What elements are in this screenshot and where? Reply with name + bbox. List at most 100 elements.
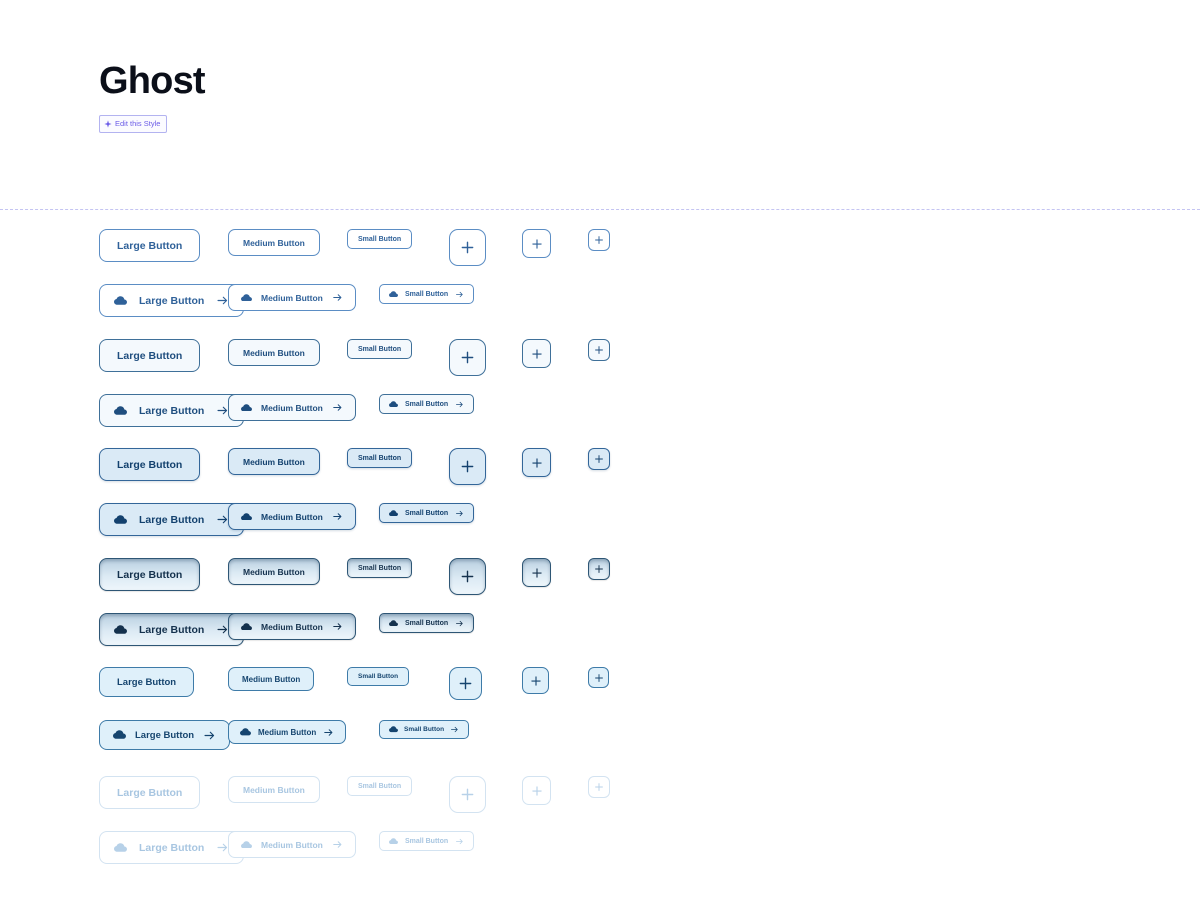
edit-this-style-label: Edit this Style bbox=[115, 119, 161, 129]
button-label: Large Button bbox=[139, 404, 205, 417]
plus-icon bbox=[531, 238, 543, 250]
icon-button-small-disabled bbox=[588, 776, 610, 798]
icon-button-small-hover[interactable] bbox=[588, 339, 610, 361]
arrow-right-icon bbox=[455, 400, 464, 409]
cloud-icon bbox=[389, 726, 398, 733]
button-large-pressed[interactable]: Large Button bbox=[99, 558, 201, 591]
plus-icon bbox=[460, 350, 475, 365]
button-large-hover[interactable]: Large Button bbox=[99, 394, 245, 427]
button-medium-focus[interactable]: Medium Button bbox=[228, 720, 347, 744]
button-large-focus[interactable]: Large Button bbox=[99, 667, 195, 697]
button-label: Large Button bbox=[135, 729, 195, 741]
button-small-hover[interactable]: Small Button bbox=[347, 339, 413, 359]
button-medium-default[interactable]: Medium Button bbox=[228, 229, 320, 256]
button-large-disabled: Large Button bbox=[99, 776, 201, 809]
button-row-default-text: Large Button Medium Button Small Button bbox=[0, 229, 1200, 284]
button-medium-hover[interactable]: Medium Button bbox=[228, 394, 356, 421]
arrow-right-icon bbox=[216, 513, 229, 526]
icon-button-small-default[interactable] bbox=[588, 229, 610, 251]
arrow-right-icon bbox=[455, 290, 464, 299]
button-small-focus[interactable]: Small Button bbox=[347, 667, 410, 686]
button-medium-disabled: Medium Button bbox=[228, 831, 356, 858]
icon-button-medium-default[interactable] bbox=[522, 229, 551, 258]
icon-button-large-pressed[interactable] bbox=[449, 558, 486, 595]
button-label: Medium Button bbox=[242, 674, 301, 684]
button-label: Small Button bbox=[358, 345, 402, 353]
button-small-default[interactable]: Small Button bbox=[347, 229, 413, 249]
button-label: Medium Button bbox=[261, 621, 323, 632]
button-small-hover[interactable]: Small Button bbox=[379, 394, 475, 414]
cloud-icon bbox=[241, 512, 252, 521]
button-large-default[interactable]: Large Button bbox=[99, 284, 245, 317]
button-medium-pressed[interactable]: Medium Button bbox=[228, 613, 356, 640]
plus-icon bbox=[531, 785, 543, 797]
arrow-right-icon bbox=[216, 841, 229, 854]
button-label: Large Button bbox=[139, 294, 205, 307]
button-label: Medium Button bbox=[243, 347, 305, 358]
button-large-selected[interactable]: Large Button bbox=[99, 503, 245, 536]
plus-icon bbox=[531, 457, 543, 469]
plus-icon bbox=[594, 564, 604, 574]
button-label: Medium Button bbox=[261, 839, 323, 850]
button-label: Large Button bbox=[117, 568, 183, 581]
icon-button-small-pressed[interactable] bbox=[588, 558, 610, 580]
button-medium-selected[interactable]: Medium Button bbox=[228, 503, 356, 530]
plus-icon bbox=[531, 567, 543, 579]
button-small-focus[interactable]: Small Button bbox=[379, 720, 470, 739]
arrow-right-icon bbox=[450, 725, 459, 734]
cloud-icon bbox=[389, 619, 398, 626]
button-medium-hover[interactable]: Medium Button bbox=[228, 339, 320, 366]
button-small-pressed[interactable]: Small Button bbox=[379, 613, 475, 633]
icon-button-medium-pressed[interactable] bbox=[522, 558, 551, 587]
button-large-default[interactable]: Large Button bbox=[99, 229, 201, 262]
button-small-default[interactable]: Small Button bbox=[379, 284, 475, 304]
plus-icon bbox=[594, 782, 604, 792]
sparkle-icon bbox=[104, 120, 112, 128]
arrow-right-icon bbox=[332, 402, 343, 413]
icon-button-medium-focus[interactable] bbox=[522, 667, 549, 694]
button-medium-focus[interactable]: Medium Button bbox=[228, 667, 315, 691]
icon-button-large-selected[interactable] bbox=[449, 448, 486, 485]
button-label: Small Button bbox=[405, 837, 449, 845]
button-label: Medium Button bbox=[258, 727, 317, 737]
icon-button-large-disabled bbox=[449, 776, 486, 813]
button-large-pressed[interactable]: Large Button bbox=[99, 613, 245, 646]
button-small-disabled: Small Button bbox=[379, 831, 475, 851]
page-header: Ghost Edit this Style bbox=[99, 61, 206, 133]
icon-button-large-hover[interactable] bbox=[449, 339, 486, 376]
icon-button-small-selected[interactable] bbox=[588, 448, 610, 470]
button-label: Small Button bbox=[358, 454, 402, 462]
arrow-right-icon bbox=[323, 727, 334, 738]
button-row-focus-text: Large Button Medium Button Small Button bbox=[0, 667, 1200, 722]
button-large-selected[interactable]: Large Button bbox=[99, 448, 201, 481]
plus-icon bbox=[460, 787, 475, 802]
icon-button-medium-hover[interactable] bbox=[522, 339, 551, 368]
button-label: Small Button bbox=[405, 509, 449, 517]
button-label: Small Button bbox=[358, 564, 402, 572]
button-small-selected[interactable]: Small Button bbox=[379, 503, 475, 523]
cloud-icon bbox=[114, 625, 127, 634]
icon-button-large-default[interactable] bbox=[449, 229, 486, 266]
arrow-right-icon bbox=[332, 292, 343, 303]
edit-this-style-button[interactable]: Edit this Style bbox=[99, 114, 168, 133]
plus-icon bbox=[458, 676, 473, 691]
button-small-selected[interactable]: Small Button bbox=[347, 448, 413, 468]
plus-icon bbox=[460, 569, 475, 584]
button-medium-default[interactable]: Medium Button bbox=[228, 284, 356, 311]
icon-button-small-focus[interactable] bbox=[588, 667, 609, 688]
button-large-focus[interactable]: Large Button bbox=[99, 720, 231, 750]
button-label: Medium Button bbox=[243, 566, 305, 577]
button-small-pressed[interactable]: Small Button bbox=[347, 558, 413, 578]
plus-icon bbox=[594, 673, 604, 683]
cloud-icon bbox=[389, 290, 398, 297]
icon-button-medium-selected[interactable] bbox=[522, 448, 551, 477]
button-medium-selected[interactable]: Medium Button bbox=[228, 448, 320, 475]
button-large-hover[interactable]: Large Button bbox=[99, 339, 201, 372]
icon-button-large-focus[interactable] bbox=[449, 667, 482, 700]
cloud-icon bbox=[114, 406, 127, 415]
arrow-right-icon bbox=[332, 839, 343, 850]
button-medium-pressed[interactable]: Medium Button bbox=[228, 558, 320, 585]
cloud-icon bbox=[241, 622, 252, 631]
